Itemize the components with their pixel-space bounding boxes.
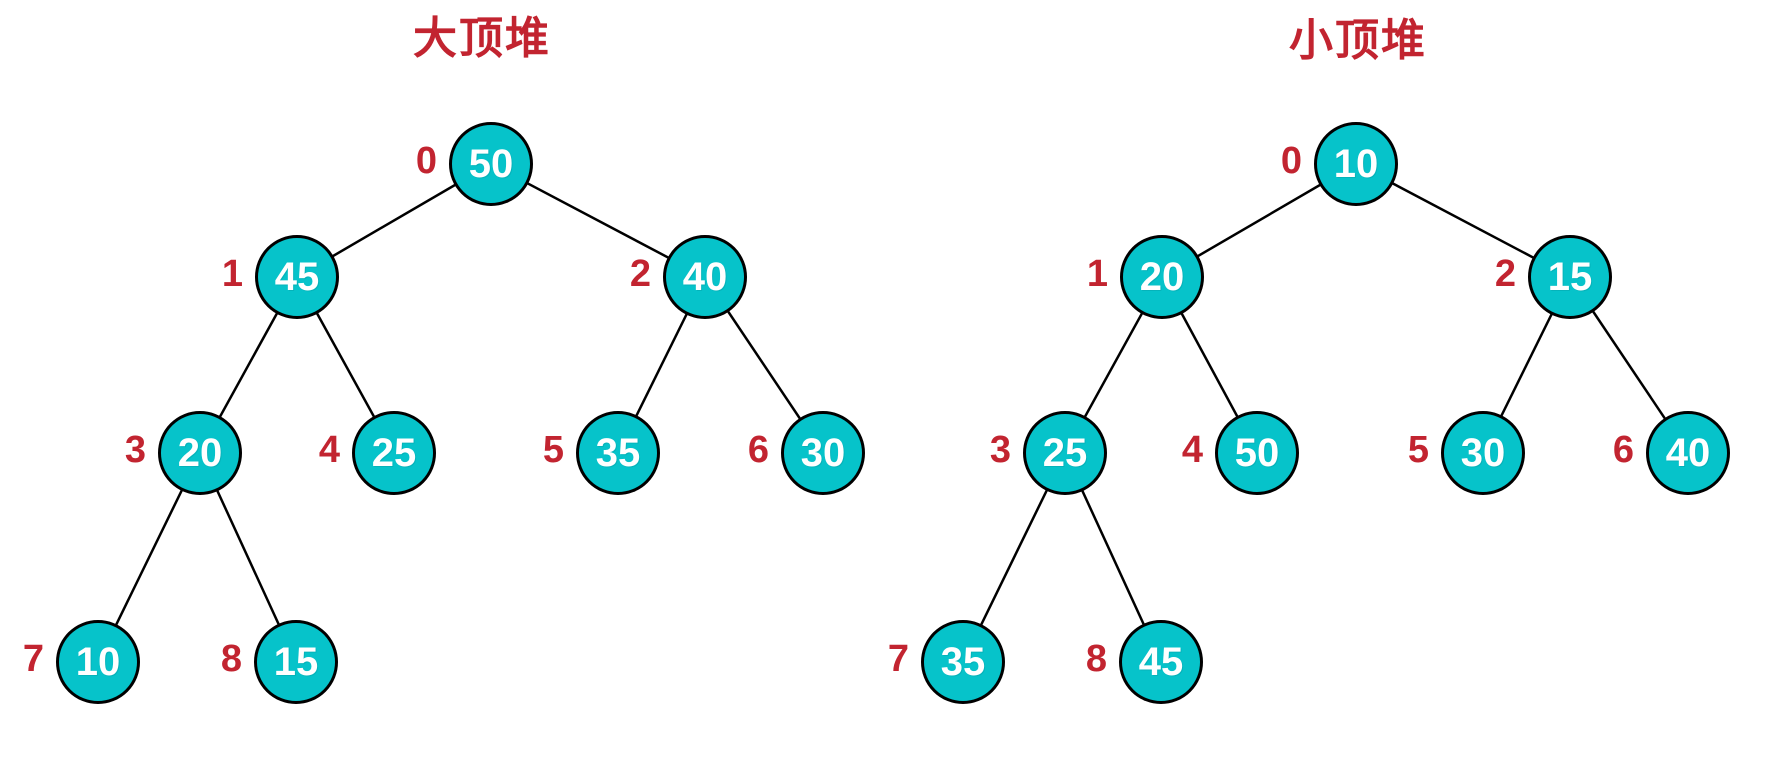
min-heap-index-label-2: 2 <box>1494 253 1516 295</box>
max-heap-node-5: 35 <box>576 411 660 495</box>
max-heap-index-label-6: 6 <box>747 429 769 471</box>
max-heap-node-3: 20 <box>158 411 242 495</box>
min-heap-node-8: 45 <box>1119 620 1203 704</box>
max-heap-title: 大顶堆 <box>413 14 551 63</box>
min-heap-title: 小顶堆 <box>1289 16 1427 65</box>
max-heap-index-label-7: 7 <box>22 638 44 680</box>
max-heap-index-label-8: 8 <box>220 638 242 680</box>
max-heap-node-7: 10 <box>56 620 140 704</box>
max-heap-node-6: 30 <box>781 411 865 495</box>
max-heap-index-label-4: 4 <box>318 429 340 471</box>
min-heap-index-label-4: 4 <box>1181 429 1203 471</box>
max-heap-node-0: 50 <box>449 122 533 206</box>
min-heap-node-2: 15 <box>1528 235 1612 319</box>
min-heap-node-4: 50 <box>1215 411 1299 495</box>
min-heap-node-6: 40 <box>1646 411 1730 495</box>
min-heap-node-5: 30 <box>1441 411 1525 495</box>
min-heap-index-label-5: 5 <box>1407 429 1429 471</box>
max-heap-node-8: 15 <box>254 620 338 704</box>
min-heap-index-label-3: 3 <box>989 429 1011 471</box>
max-heap-index-label-2: 2 <box>629 253 651 295</box>
max-heap-node-2: 40 <box>663 235 747 319</box>
min-heap-index-label-7: 7 <box>887 638 909 680</box>
max-heap-node-1: 45 <box>255 235 339 319</box>
min-heap-index-label-8: 8 <box>1085 638 1107 680</box>
max-heap-index-label-1: 1 <box>221 253 243 295</box>
min-heap-node-0: 10 <box>1314 122 1398 206</box>
max-heap-node-4: 25 <box>352 411 436 495</box>
min-heap-index-label-6: 6 <box>1612 429 1634 471</box>
max-heap-index-label-5: 5 <box>542 429 564 471</box>
min-heap-node-1: 20 <box>1120 235 1204 319</box>
min-heap-node-7: 35 <box>921 620 1005 704</box>
min-heap-node-3: 25 <box>1023 411 1107 495</box>
min-heap-index-label-1: 1 <box>1086 253 1108 295</box>
max-heap-index-label-0: 0 <box>415 140 437 182</box>
max-heap-index-label-3: 3 <box>124 429 146 471</box>
min-heap-index-label-0: 0 <box>1280 140 1302 182</box>
